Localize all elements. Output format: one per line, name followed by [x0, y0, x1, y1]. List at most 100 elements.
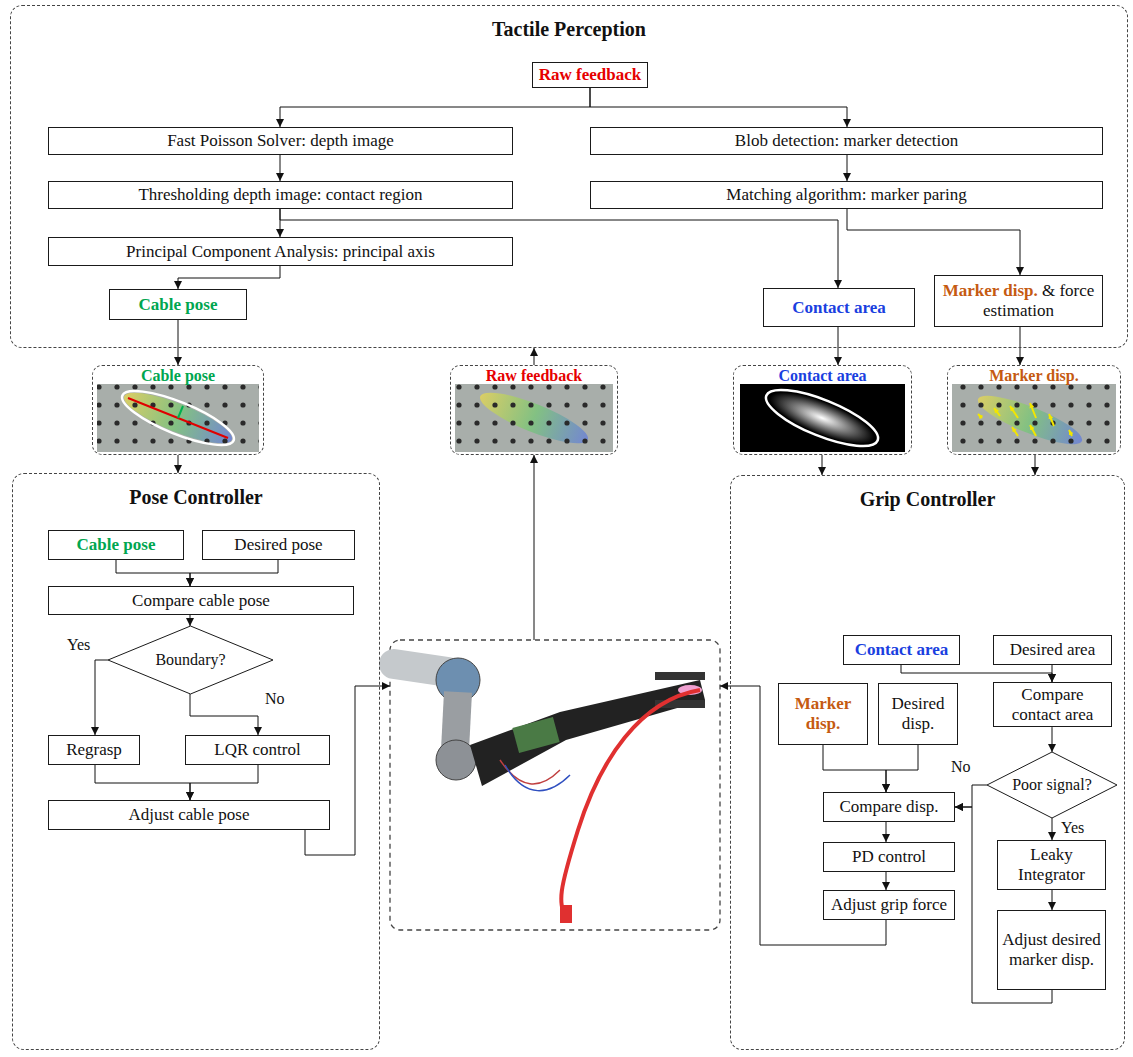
- text-holder: LQR control: [214, 740, 300, 760]
- process-box: Compare cable pose: [48, 586, 354, 615]
- flow-arrow: [190, 765, 258, 800]
- panel-heading: Marker disp.: [989, 367, 1078, 384]
- contact-ellipse: [760, 379, 885, 457]
- process-box: Compare contact area: [993, 682, 1112, 727]
- displacement-arrow: [1012, 427, 1018, 436]
- text-holder: Boundary?: [155, 651, 225, 669]
- flow-arrow: [955, 785, 987, 807]
- box-label: Compare cable pose: [132, 591, 270, 610]
- feedback-panel: Cable pose: [92, 365, 264, 455]
- process-box: Fast Poisson Solver: depth image: [48, 127, 513, 155]
- flow-arrow: [280, 88, 590, 127]
- process-box: Adjust cable pose: [48, 800, 330, 830]
- tactile-image: [97, 381, 259, 456]
- displacement-arrow: [1049, 414, 1054, 426]
- process-box: Matching algorithm: marker paring: [590, 181, 1103, 209]
- decision-diamond: Poor signal?: [987, 752, 1117, 818]
- robot-arm: [394, 658, 705, 923]
- feedback-panel: Marker disp.: [947, 365, 1121, 455]
- flow-arrow: [822, 455, 823, 475]
- flow-arrow: [847, 209, 1020, 275]
- flow-arrow: [190, 615, 191, 626]
- box-label: Raw feedback: [539, 65, 641, 84]
- minor-axis: [178, 406, 183, 418]
- process-box: Thresholding depth image: contact region: [48, 181, 513, 209]
- flow-arrow: [178, 455, 179, 473]
- text-holder: Tactile Perception: [11, 18, 1127, 41]
- text-holder: Contact area: [734, 366, 911, 385]
- text-holder: Compare contact area: [998, 685, 1107, 724]
- text-holder: Contact area: [792, 298, 886, 318]
- circuit-board: [512, 717, 559, 753]
- text-holder: Regrasp: [66, 740, 122, 760]
- group-title: Grip Controller: [860, 488, 996, 510]
- group-frame: Grip ControllerContact areaDesired areaM…: [730, 475, 1125, 1050]
- displacement-arrows: [978, 403, 1072, 436]
- text-holder: Adjust desired marker disp.: [1002, 930, 1101, 969]
- edge-label: No: [264, 690, 286, 708]
- text-holder: Leaky Integrator: [1002, 845, 1101, 884]
- text-holder: Adjust cable pose: [129, 805, 250, 825]
- text-holder: Raw feedback: [451, 366, 617, 385]
- flow-arrow: [178, 320, 179, 365]
- flow-arrow: [886, 745, 918, 792]
- text-holder: Cable pose: [93, 366, 263, 385]
- box-label: Fast Poisson Solver: depth image: [167, 131, 394, 150]
- pose-ellipse: [116, 381, 239, 456]
- process-box: Regrasp: [48, 735, 140, 765]
- box-label: Cable pose: [139, 295, 218, 314]
- flow-arrow: [95, 660, 108, 735]
- tactile-ground: [455, 384, 613, 452]
- text-holder: Marker disp.& force estimation: [939, 281, 1098, 320]
- text-holder: Poor signal?: [1012, 776, 1092, 794]
- process-box: Desired area: [993, 635, 1112, 665]
- panel-heading: Contact area: [778, 367, 866, 384]
- process-box: PD control: [823, 842, 955, 872]
- process-box: Desired disp.: [878, 683, 958, 745]
- process-box: Desired pose: [202, 530, 355, 560]
- contact-image: [740, 379, 905, 457]
- displacement-arrow: [978, 414, 982, 418]
- box-label: LQR control: [214, 740, 300, 759]
- edge-label: Yes: [1060, 819, 1085, 837]
- flow-arrow: [190, 560, 278, 586]
- flow-arrow: [95, 765, 190, 800]
- displacement-arrow: [1030, 425, 1036, 436]
- box-label: Principal Component Analysis: principal …: [126, 242, 435, 261]
- box-label: Contact area: [855, 640, 949, 659]
- box-label: Desired disp.: [892, 694, 945, 733]
- cable: [561, 690, 700, 922]
- panel-heading: Raw feedback: [486, 367, 582, 384]
- text-holder: Desired pose: [234, 535, 322, 555]
- wrist-joint: [436, 740, 476, 780]
- flow-arrow: [590, 88, 847, 127]
- finger: [655, 672, 705, 680]
- process-box: Cable pose: [48, 530, 184, 560]
- box-label: Leaky Integrator: [1018, 845, 1085, 884]
- box-label: Adjust cable pose: [129, 805, 250, 824]
- flow-arrow: [534, 348, 535, 365]
- flow-arrow: [280, 155, 281, 181]
- process-box: Raw feedback: [532, 62, 648, 88]
- tactile-ground: [952, 384, 1116, 452]
- text-holder: Raw feedback: [539, 65, 641, 85]
- marker-dots: [952, 384, 1116, 452]
- group-frame: Tactile PerceptionRaw feedbackFast Poiss…: [10, 5, 1128, 348]
- feedback-line: [534, 455, 535, 640]
- process-box: Cable pose: [109, 289, 247, 320]
- text-holder: Adjust grip force: [831, 895, 947, 915]
- flow-arrow: [1052, 818, 1053, 840]
- flow-arrow: [178, 266, 280, 289]
- tactile-image: [455, 383, 613, 452]
- box-label: Desired area: [1010, 640, 1095, 659]
- box-label: Boundary?: [155, 651, 225, 668]
- process-box: Adjust desired marker disp.: [997, 910, 1106, 990]
- text-holder: Fast Poisson Solver: depth image: [167, 131, 394, 151]
- group-title: Tactile Perception: [492, 18, 646, 40]
- process-box: Blob detection: marker detection: [590, 127, 1103, 155]
- group-frame: Pose ControllerCable poseDesired poseCom…: [12, 473, 380, 1050]
- box-label: Poor signal?: [1012, 776, 1092, 793]
- box-label: Cable pose: [77, 535, 156, 554]
- feedback-panel: Raw feedback: [450, 365, 618, 455]
